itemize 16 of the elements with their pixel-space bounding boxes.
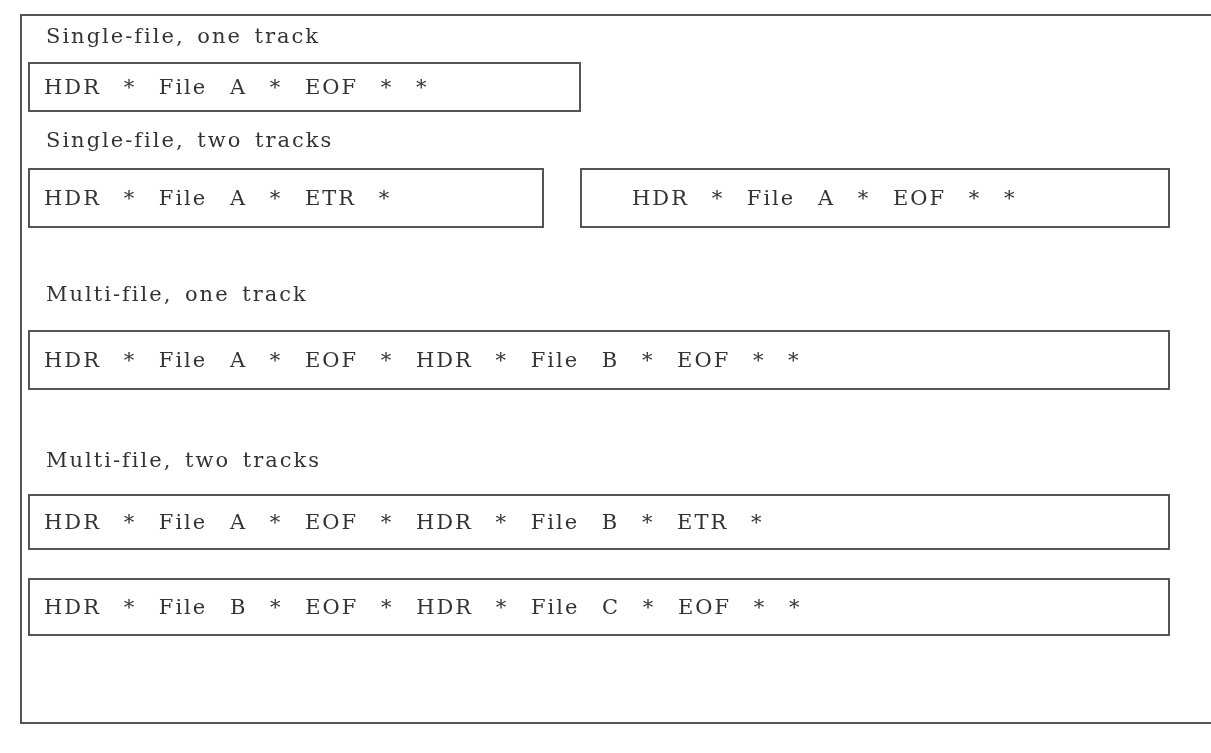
record-box bbox=[28, 330, 1170, 390]
record-text: HDR * File A * EOF * * bbox=[632, 186, 1017, 210]
record-box bbox=[28, 578, 1170, 636]
record-box bbox=[580, 168, 1170, 228]
record-text: HDR * File A * ETR * bbox=[44, 186, 392, 210]
section-heading: Multi-file, two tracks bbox=[46, 448, 321, 472]
record-box bbox=[28, 494, 1170, 550]
record-text: HDR * File A * EOF * HDR * File B * ETR * bbox=[44, 510, 764, 534]
record-text: HDR * File A * EOF * HDR * File B * EOF * * bbox=[44, 348, 801, 372]
section-heading: Multi-file, one track bbox=[46, 282, 308, 306]
section-heading: Single-file, two tracks bbox=[46, 128, 334, 152]
section-heading: Single-file, one track bbox=[46, 24, 321, 48]
record-box bbox=[28, 168, 544, 228]
record-text: HDR * File A * EOF * * bbox=[44, 75, 429, 99]
record-box bbox=[28, 62, 581, 112]
record-text: HDR * File B * EOF * HDR * File C * EOF * * bbox=[44, 595, 802, 619]
